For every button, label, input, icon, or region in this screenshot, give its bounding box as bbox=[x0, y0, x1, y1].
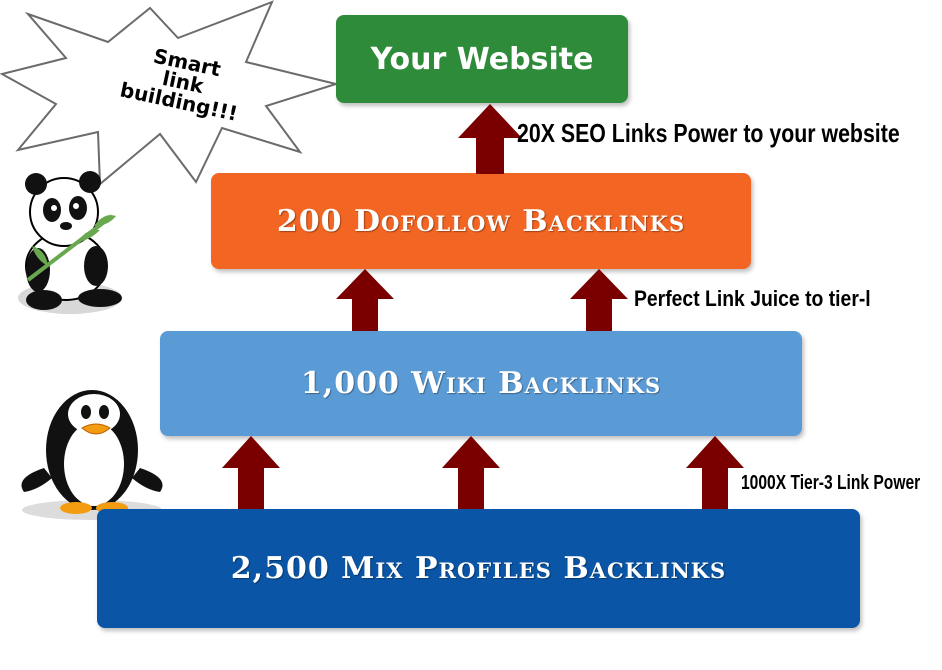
up-arrow-icon bbox=[570, 269, 628, 331]
tier-3-caption: 1000X Tier-3 Link Power bbox=[741, 472, 921, 494]
tier-2-caption: Perfect Link Juice to tier-l bbox=[634, 286, 871, 311]
your-website-box: Your Website bbox=[336, 15, 628, 103]
dofollow-backlinks-box: 200 Dofollow Backlinks bbox=[211, 173, 751, 269]
up-arrow-icon bbox=[442, 436, 500, 509]
starburst-icon bbox=[0, 0, 340, 187]
mix-profiles-backlinks-box: 2,500 Mix Profiles Backlinks bbox=[97, 509, 860, 628]
up-arrow-icon bbox=[222, 436, 280, 509]
penguin-icon bbox=[21, 390, 163, 520]
dofollow-backlinks-label: 200 Dofollow Backlinks bbox=[276, 203, 686, 239]
up-arrow-icon bbox=[686, 436, 744, 509]
up-arrow-icon bbox=[336, 269, 394, 331]
up-arrow-icon bbox=[458, 104, 522, 174]
wiki-backlinks-box: 1,000 Wiki Backlinks bbox=[160, 331, 802, 436]
tier-1-caption: 20X SEO Links Power to your website bbox=[517, 118, 900, 148]
mix-profiles-backlinks-label: 2,500 Mix Profiles Backlinks bbox=[230, 551, 727, 586]
wiki-backlinks-label: 1,000 Wiki Backlinks bbox=[300, 366, 662, 401]
your-website-label: Your Website bbox=[370, 41, 594, 77]
panda-icon bbox=[18, 171, 122, 314]
